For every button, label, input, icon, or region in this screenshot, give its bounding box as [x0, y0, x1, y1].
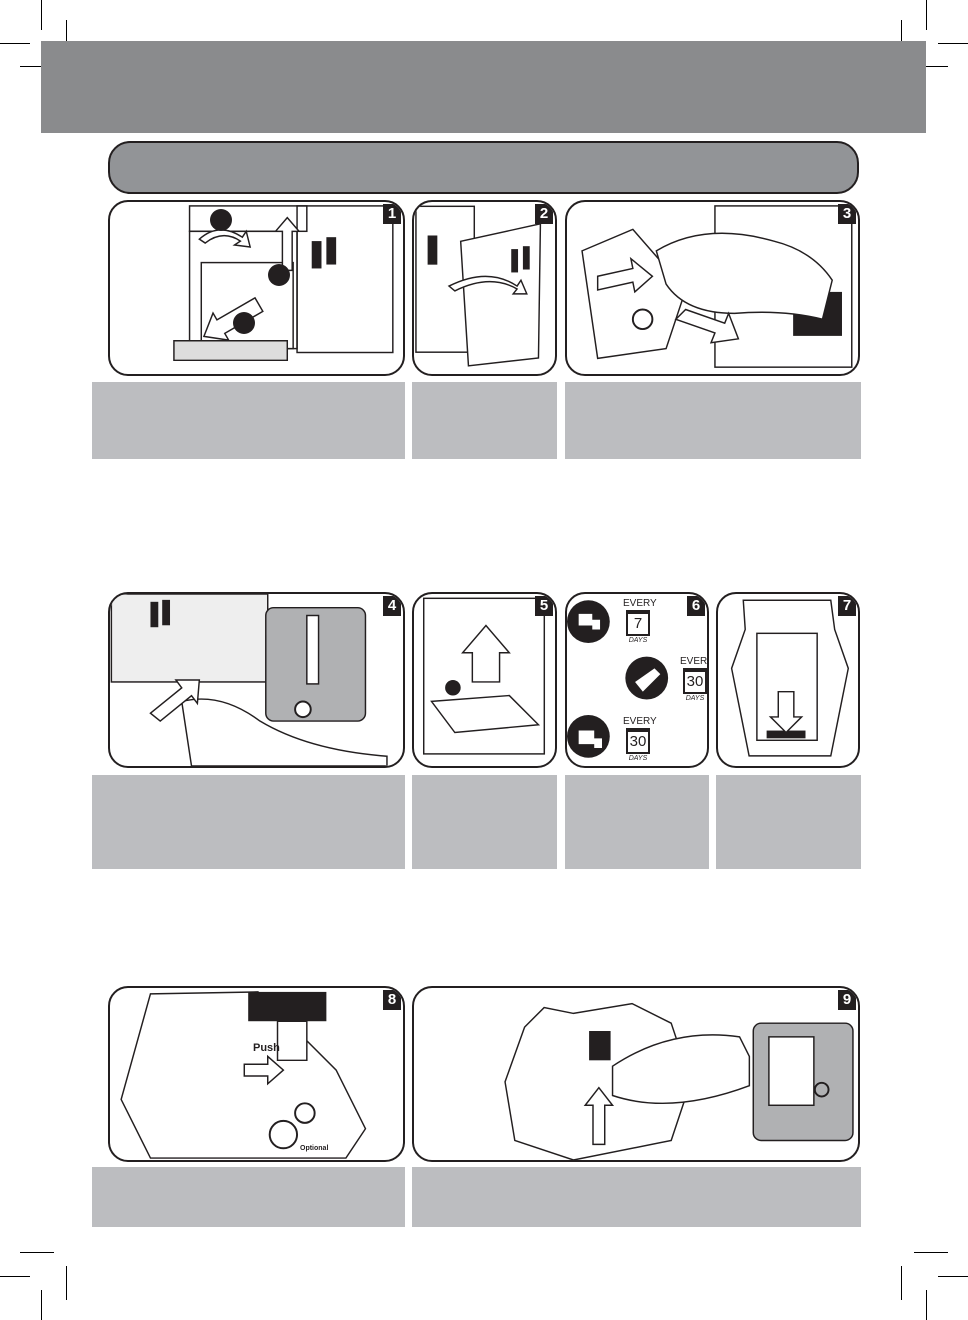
side-door-illustration — [415, 205, 542, 367]
crop-mark — [938, 1276, 968, 1277]
crop-mark — [66, 1266, 67, 1300]
crop-mark — [0, 1276, 30, 1277]
push-label: Push — [253, 1042, 280, 1054]
caption-block — [716, 775, 861, 869]
callout-marker — [268, 264, 290, 286]
remove-brew-group-illustration — [581, 205, 853, 368]
section-title-bar — [108, 141, 859, 194]
maintenance-schedule-illustration — [567, 600, 669, 758]
step-number: 6 — [687, 596, 705, 616]
step-number: 5 — [535, 596, 553, 616]
schedule-every-30: EVERY 30 DAYS — [680, 656, 708, 702]
step-panel-4: 4 — [108, 592, 405, 768]
crop-mark — [938, 43, 968, 44]
schedule-every-7: EVERY 7 DAYS — [623, 598, 657, 644]
step-number: 1 — [383, 204, 401, 224]
optional-label: Optional — [300, 1145, 329, 1152]
caption-block — [92, 1167, 405, 1227]
step-panel-3: 3 — [565, 200, 860, 376]
crop-mark — [20, 66, 54, 67]
step-number: 4 — [383, 596, 401, 616]
callout-marker — [210, 209, 232, 231]
callout-marker — [233, 312, 255, 334]
caption-block — [412, 382, 557, 459]
crop-mark — [901, 1266, 902, 1300]
header-band — [41, 41, 926, 133]
crop-mark — [914, 1252, 948, 1253]
step-number: 2 — [535, 204, 553, 224]
step-number: 8 — [383, 990, 401, 1010]
caption-block — [412, 775, 557, 869]
step-number: 3 — [838, 204, 856, 224]
brew-group-inside-illustration — [730, 599, 850, 757]
step-panel-1: 1 — [108, 200, 405, 376]
crop-mark — [914, 66, 948, 67]
step-panel-6: EVERY 7 DAYS EVERY 30 DAYS EVERY 30 DAYS… — [565, 592, 709, 768]
caption-block — [565, 382, 861, 459]
step-panel-7: 7 — [716, 592, 860, 768]
crop-mark — [901, 20, 902, 54]
brew-group-push-lever-illustration — [120, 991, 367, 1159]
schedule-every-30: EVERY 30 DAYS — [623, 716, 657, 762]
crop-mark — [41, 1290, 42, 1320]
clean-drip-tray-pipe-illustration — [110, 594, 388, 766]
days-label: DAYS — [628, 637, 648, 644]
crop-mark — [0, 43, 30, 44]
crop-mark — [41, 0, 42, 30]
step-number: 7 — [838, 596, 856, 616]
crop-mark — [926, 1290, 927, 1320]
interval-value: 7 — [626, 610, 650, 636]
step-panel-2: 2 — [412, 200, 557, 376]
caption-block — [92, 775, 405, 869]
interval-value: 30 — [683, 668, 707, 694]
caption-block — [412, 1167, 861, 1227]
step-panel-9: 9 — [412, 986, 860, 1162]
caption-block — [92, 382, 405, 459]
crop-mark — [66, 20, 67, 54]
brew-group-lock-check-illustration — [504, 1002, 854, 1160]
interval-value: 30 — [626, 728, 650, 754]
crop-mark — [926, 0, 927, 30]
machine-open-door-illustration — [173, 205, 394, 362]
step-panel-5: 5 — [412, 592, 557, 768]
every-label: EVERY — [623, 598, 657, 609]
days-label: DAYS — [628, 755, 648, 762]
step-panel-8: Push Optional 8 — [108, 986, 405, 1162]
lift-drawer-illustration — [422, 597, 546, 755]
caption-block — [565, 775, 709, 869]
days-label: DAYS — [685, 695, 705, 702]
step-number: 9 — [838, 990, 856, 1010]
every-label: EVERY — [680, 656, 708, 667]
crop-mark — [20, 1252, 54, 1253]
every-label: EVERY — [623, 716, 657, 727]
